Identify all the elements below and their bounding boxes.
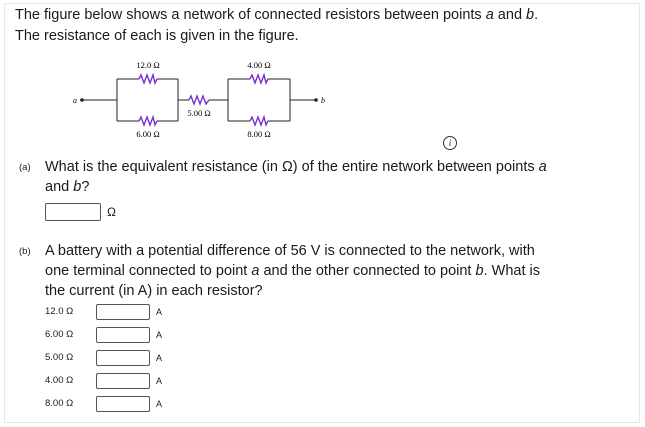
part-b-question: A battery with a potential difference of…	[45, 243, 540, 299]
resistor-12-zigzag	[138, 72, 158, 86]
part-b-label: (b)	[19, 246, 31, 257]
current-5-input[interactable]	[96, 350, 150, 366]
resistor-4-label: 4.00 Ω	[247, 60, 270, 70]
node-b-label: b	[321, 96, 325, 105]
row-label-4: 4.00 Ω	[45, 375, 74, 386]
question-frame	[4, 3, 640, 423]
row-unit: A	[156, 399, 163, 409]
row-label-5: 5.00 Ω	[45, 352, 74, 363]
current-4-input[interactable]	[96, 373, 150, 389]
row-unit: A	[156, 376, 163, 386]
current-12-input[interactable]	[96, 304, 150, 320]
resistor-4-zigzag	[249, 72, 269, 86]
current-8-input[interactable]	[96, 396, 150, 412]
row-label-6: 6.00 Ω	[45, 329, 74, 340]
resistor-5-label: 5.00 Ω	[187, 108, 210, 118]
node-b-dot	[314, 98, 318, 102]
equivalent-resistance-input[interactable]	[45, 203, 101, 221]
resistor-network-figure: a b 12.0 Ω 6.00 Ω 5.00 Ω 4.00 Ω 8.00 Ω	[73, 60, 325, 139]
resistor-12-label: 12.0 Ω	[136, 60, 159, 70]
node-a-label: a	[73, 96, 77, 105]
intro-line-1: The figure below shows a network of conn…	[15, 7, 539, 23]
current-6-input[interactable]	[96, 327, 150, 343]
row-unit: A	[156, 353, 163, 363]
part-a-label: (a)	[19, 162, 31, 173]
part-a-unit: Ω	[107, 205, 116, 219]
row-unit: A	[156, 307, 163, 317]
resistor-8-zigzag	[249, 114, 269, 128]
row-label-8: 8.00 Ω	[45, 398, 74, 409]
part-a-question: What is the equivalent resistance (in Ω)…	[45, 159, 547, 195]
node-a-dot	[80, 98, 84, 102]
problem-statement: The figure below shows a network of conn…	[15, 5, 625, 47]
row-unit: A	[156, 330, 163, 340]
resistor-6-zigzag	[138, 114, 158, 128]
row-label-12: 12.0 Ω	[45, 306, 74, 317]
intro-line-2: The resistance of each is given in the f…	[15, 28, 299, 44]
resistor-6-label: 6.00 Ω	[136, 129, 159, 139]
resistor-8-label: 8.00 Ω	[247, 129, 270, 139]
resistor-5-zigzag	[188, 94, 210, 106]
info-icon[interactable]: i	[443, 136, 457, 150]
